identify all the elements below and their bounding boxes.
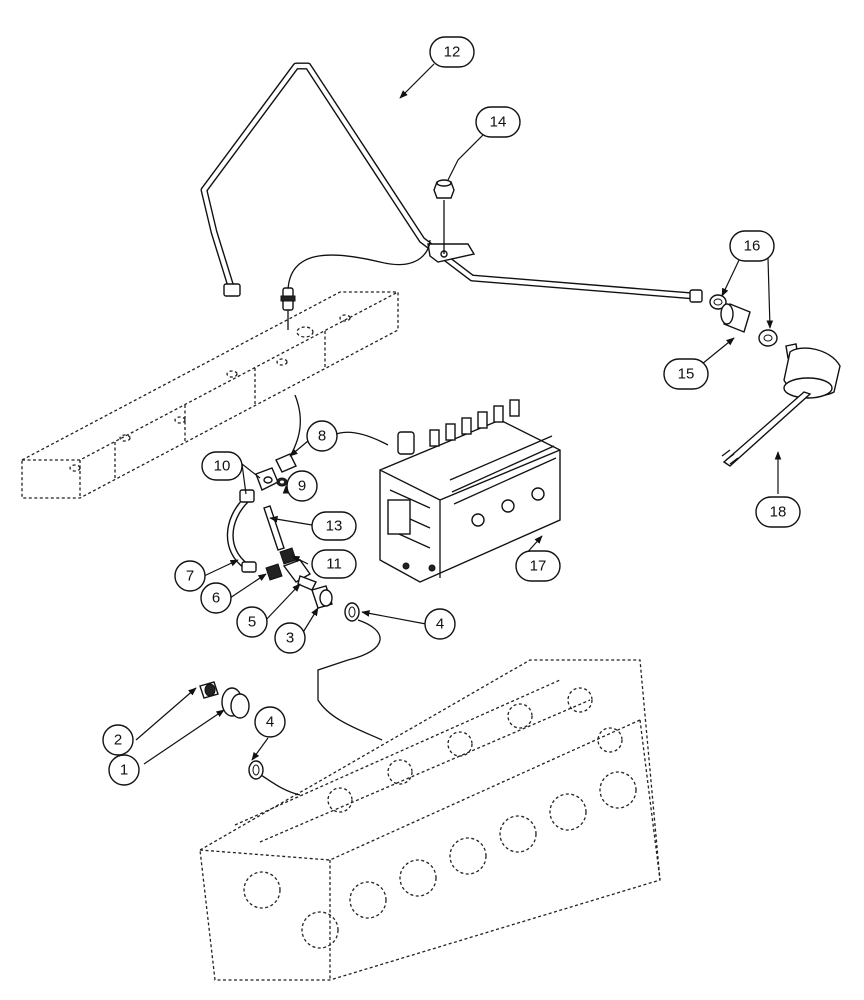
cylinder-head-ports xyxy=(243,687,637,949)
callout-4-upper-label: 4 xyxy=(436,616,444,633)
callout-8: 8 xyxy=(306,420,338,452)
callout-11: 11 xyxy=(311,549,357,579)
callout-4-lower: 4 xyxy=(254,706,286,738)
hose-clamp-16-left xyxy=(709,294,727,310)
sealing-washer-4-lower xyxy=(248,760,264,780)
tube-bracket xyxy=(427,200,476,263)
callout-7-label: 7 xyxy=(186,568,194,585)
callout-10-label: 10 xyxy=(214,458,231,475)
callout-11-label: 11 xyxy=(326,556,342,573)
callout-14: 14 xyxy=(475,106,521,138)
elbow-fitting xyxy=(255,467,279,491)
callout-15-label: 15 xyxy=(678,366,695,383)
callout-6: 6 xyxy=(200,582,232,614)
adapter-3 xyxy=(311,585,333,609)
adapter-1 xyxy=(221,687,250,719)
pin xyxy=(263,505,285,551)
bracket-nut xyxy=(433,179,455,199)
callout-16: 16 xyxy=(729,230,775,262)
fitting-6 xyxy=(265,563,283,581)
callout-17-label: 17 xyxy=(530,558,547,575)
callout-2: 2 xyxy=(102,724,134,756)
callout-13-label: 13 xyxy=(326,518,343,535)
aneroid-actuator xyxy=(721,343,841,467)
o-ring-9 xyxy=(276,477,288,487)
callout-9-label: 9 xyxy=(298,478,306,495)
hose-clamp-16-right xyxy=(758,329,778,347)
leader-lines xyxy=(135,63,782,765)
callout-17: 17 xyxy=(515,550,561,582)
callout-16-label: 16 xyxy=(744,238,761,255)
callout-18: 18 xyxy=(755,496,801,528)
callout-4-lower-label: 4 xyxy=(266,714,274,731)
cylinder-head-outline xyxy=(199,659,661,981)
callout-1-label: 1 xyxy=(120,762,128,779)
air-tube xyxy=(200,62,703,303)
hose-coupler xyxy=(720,303,751,333)
callout-15: 15 xyxy=(663,358,709,390)
callout-1: 1 xyxy=(108,754,140,786)
cover-fitting xyxy=(280,287,296,330)
callout-9: 9 xyxy=(286,470,318,502)
sealing-washer-4-upper xyxy=(344,602,360,622)
connector-8 xyxy=(275,453,297,473)
callout-2-label: 2 xyxy=(114,732,122,749)
callout-14-label: 14 xyxy=(490,114,507,131)
callout-3: 3 xyxy=(274,622,306,654)
callout-5: 5 xyxy=(236,606,268,638)
callout-18-label: 18 xyxy=(770,504,787,521)
callout-10: 10 xyxy=(201,451,243,481)
callout-3-label: 3 xyxy=(286,630,294,647)
fitting-11 xyxy=(279,547,297,565)
callout-8-label: 8 xyxy=(318,428,326,445)
callout-12: 12 xyxy=(429,36,475,68)
tee-fitting-5 xyxy=(282,559,317,591)
plug-2 xyxy=(199,681,219,699)
pump-delivery-valves xyxy=(429,399,520,447)
hose xyxy=(226,489,257,573)
valve-cover-outline xyxy=(21,291,399,499)
callout-4-upper: 4 xyxy=(424,608,456,640)
callout-13: 13 xyxy=(311,511,357,541)
fuel-injection-pump xyxy=(379,399,561,583)
callout-12-label: 12 xyxy=(444,44,461,61)
callout-6-label: 6 xyxy=(212,590,220,607)
callout-5-label: 5 xyxy=(248,614,256,631)
callout-7: 7 xyxy=(174,560,206,592)
